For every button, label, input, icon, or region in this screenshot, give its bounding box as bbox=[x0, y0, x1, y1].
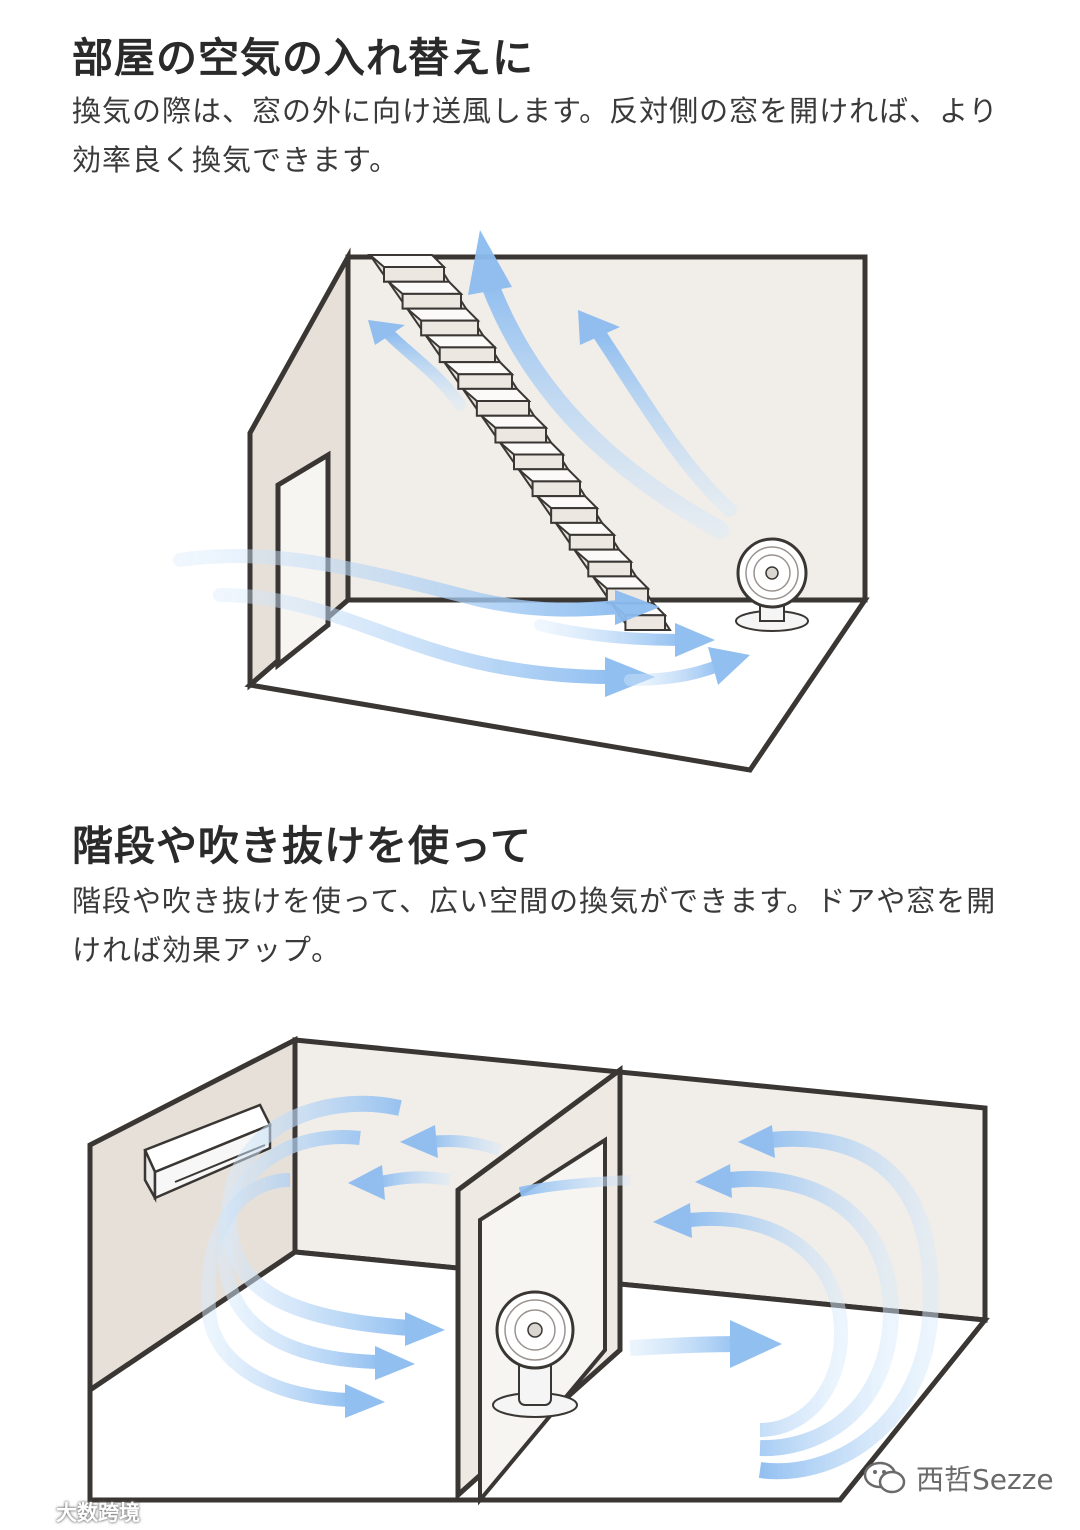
airflow-arrows-left bbox=[201, 1095, 502, 1418]
staircase-room-illustration bbox=[173, 230, 870, 773]
section-description-stairwell: 階段や吹き抜けを使って、広い空間の換気ができます。ドアや窓を開ければ効果アップ。 bbox=[72, 884, 997, 967]
airflow-arrows bbox=[173, 230, 750, 697]
airflow-arrows-right bbox=[518, 1125, 939, 1480]
section-title-stairwell: 階段や吹き抜けを使って bbox=[72, 822, 532, 870]
circulator-fan-icon bbox=[735, 537, 809, 632]
watermark-left: 大数跨境 bbox=[12, 1497, 140, 1527]
watermark-right-text: 西哲Sezze bbox=[916, 1463, 1054, 1496]
circulator-fan-icon bbox=[492, 1290, 578, 1418]
section-description-ventilation: 換気の際は、窓の外に向け送風します。反対側の窓を開ければ、より効率良く換気できま… bbox=[72, 94, 999, 177]
watermark-right: 西哲Sezze bbox=[862, 1458, 1054, 1498]
section-title-ventilation: 部屋の空気の入れ替えに bbox=[72, 34, 534, 82]
wechat-icon bbox=[863, 1461, 906, 1494]
staircase bbox=[367, 254, 672, 631]
logo-icon bbox=[12, 1504, 52, 1520]
two-room-illustration bbox=[87, 1035, 990, 1506]
watermark-left-text: 大数跨境 bbox=[56, 1501, 140, 1525]
